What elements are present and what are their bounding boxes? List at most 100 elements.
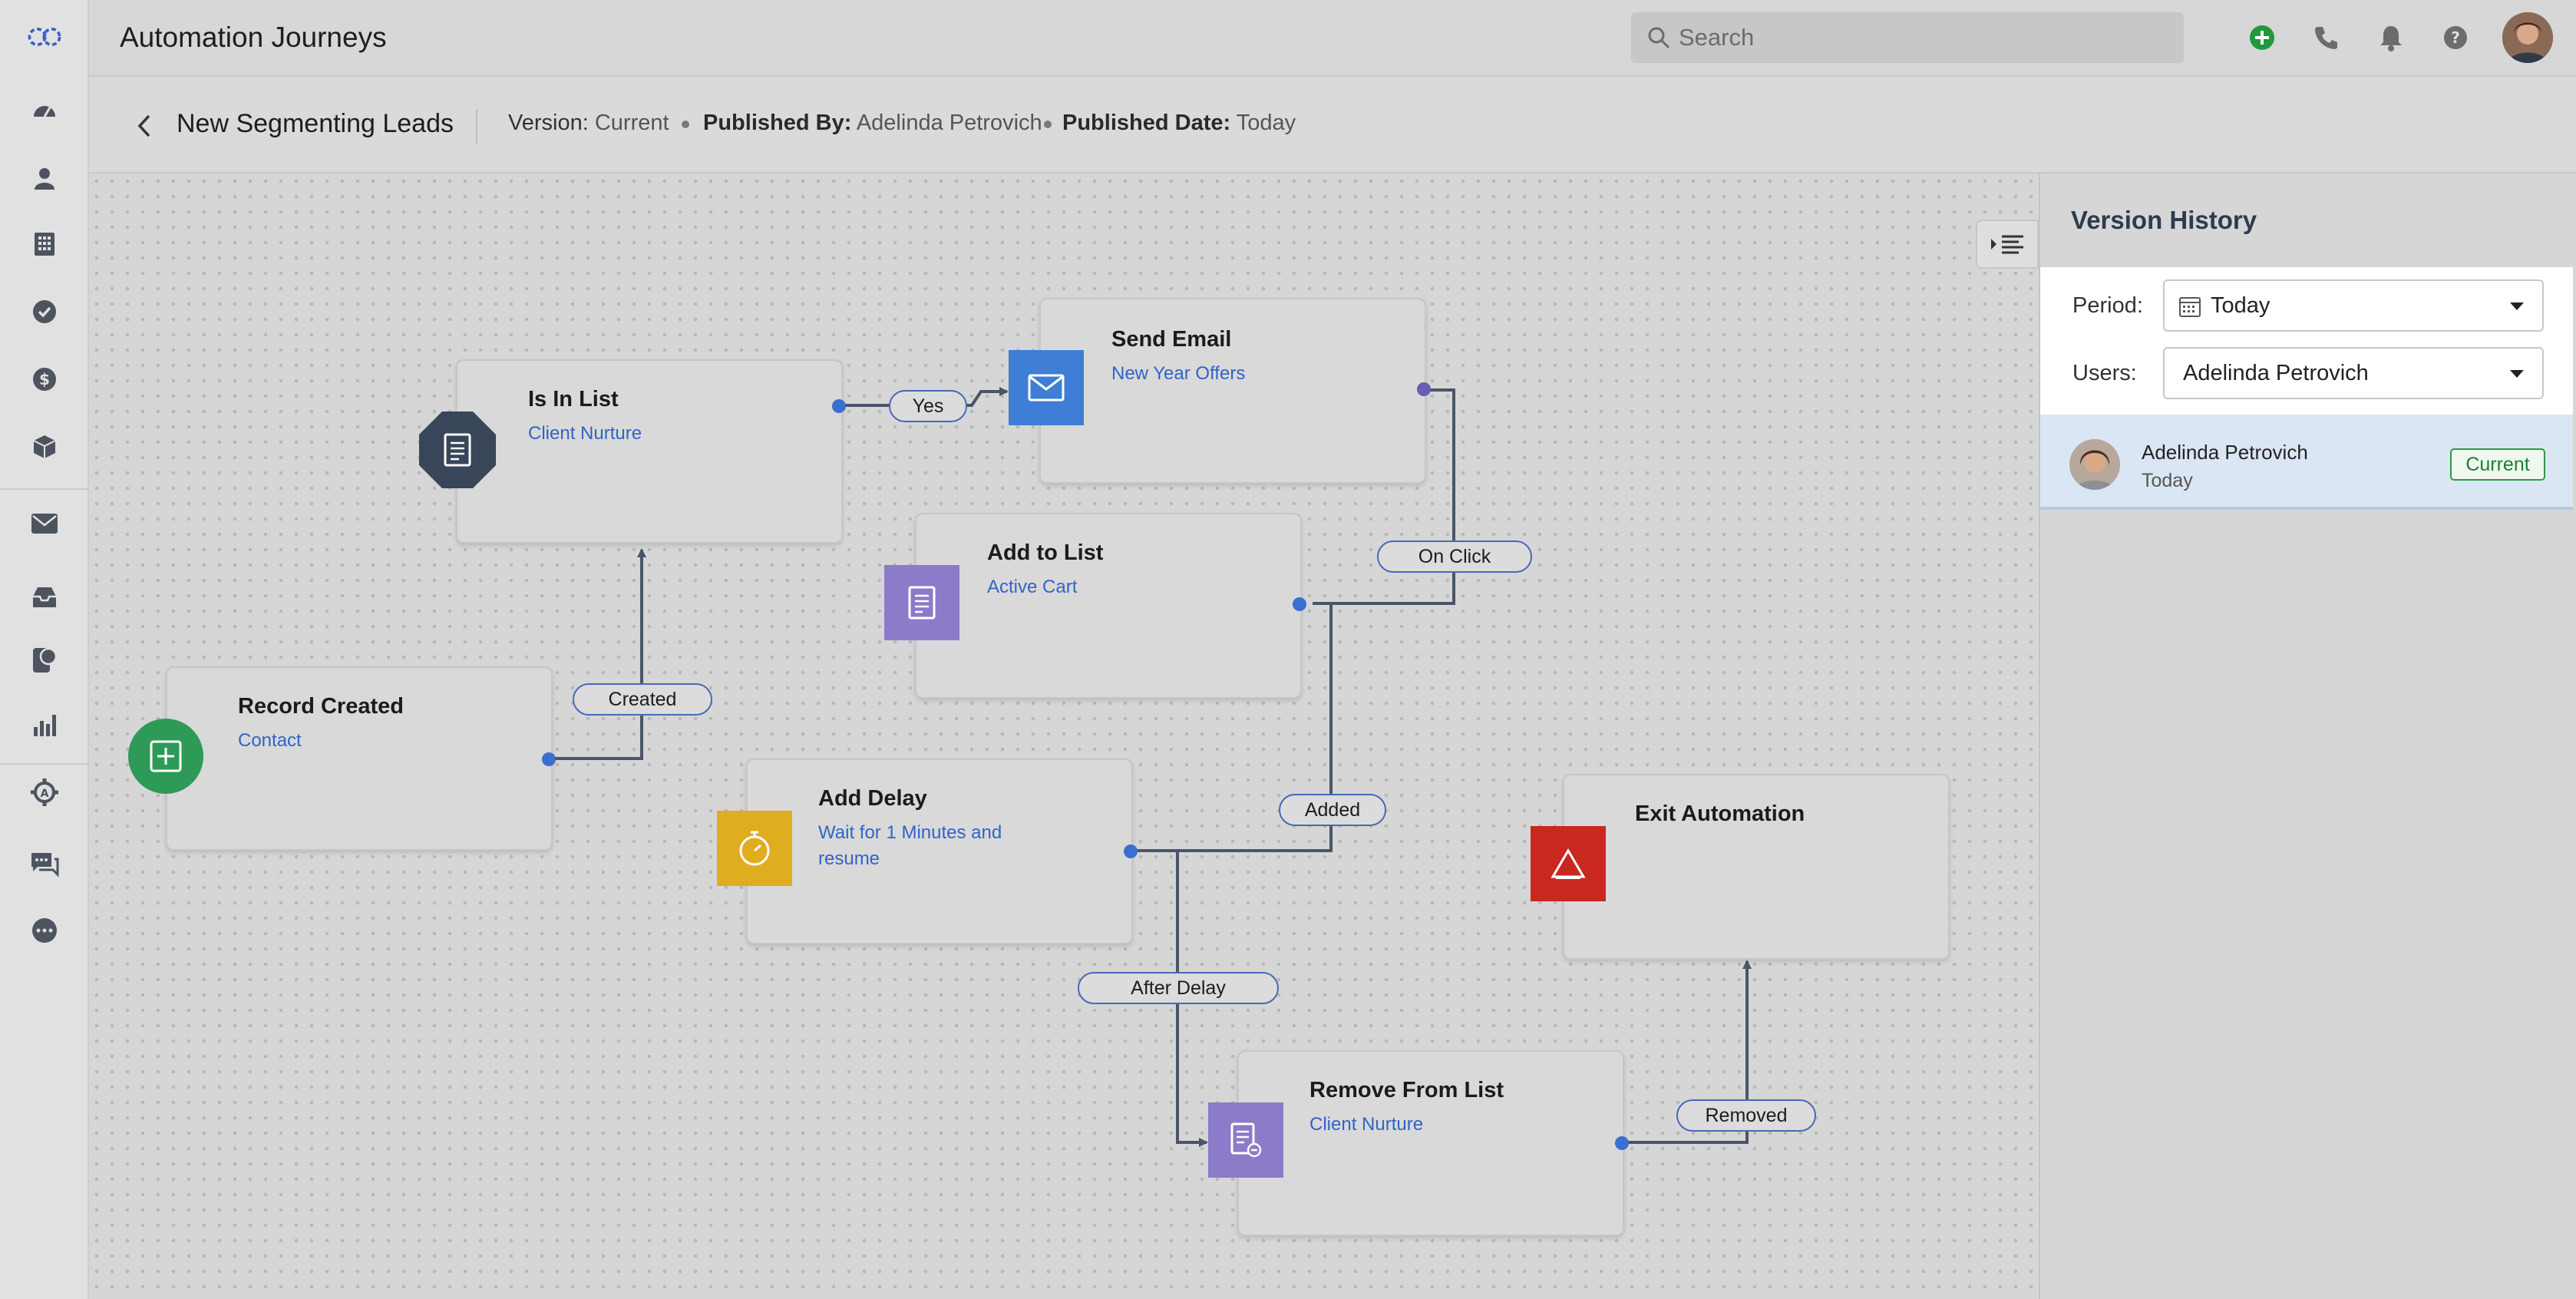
node-output-port[interactable]: [1417, 382, 1431, 396]
help-icon[interactable]: ?: [2438, 20, 2473, 55]
plus-square-icon: [128, 719, 203, 794]
published-by-value: Adelinda Petrovich: [856, 111, 1042, 135]
node-output-port[interactable]: [542, 752, 556, 766]
search-input[interactable]: Search: [1631, 12, 2184, 63]
meta-separator-dot: [1044, 121, 1052, 128]
list-document-icon: [884, 565, 959, 640]
users-value: Adelinda Petrovich: [2183, 361, 2369, 385]
edge-label-removed[interactable]: Removed: [1676, 1099, 1816, 1132]
svg-text:$: $: [39, 370, 50, 388]
avatar: [2069, 439, 2120, 490]
chat-bubble-icon[interactable]: [26, 642, 63, 679]
reports-icon[interactable]: [26, 706, 63, 743]
add-circle-icon[interactable]: [2244, 20, 2280, 55]
node-subtitle: Active Cart: [987, 577, 1078, 597]
node-record-created[interactable]: Record Created Contact: [166, 666, 553, 851]
node-output-port[interactable]: [832, 399, 846, 413]
edge-label-on-click[interactable]: On Click: [1377, 540, 1532, 573]
version-label: Version:: [508, 111, 589, 135]
nav-divider: [0, 763, 89, 765]
svg-text:A: A: [41, 788, 49, 800]
journey-canvas[interactable]: Record Created Contact Is In List Client…: [89, 174, 2039, 1299]
companies-icon[interactable]: [26, 226, 63, 263]
bell-icon[interactable]: [2373, 20, 2409, 55]
edge-label-yes[interactable]: Yes: [889, 390, 967, 422]
period-select[interactable]: Today: [2163, 279, 2544, 332]
status-badge: Current: [2450, 448, 2545, 481]
version-meta: Version: Current: [508, 111, 669, 136]
users-label: Users:: [2072, 361, 2137, 385]
toggle-panel-button[interactable]: [1976, 220, 2039, 269]
node-add-to-list[interactable]: Add to List Active Cart: [915, 513, 1302, 699]
contacts-icon[interactable]: [26, 160, 63, 197]
history-filters: Period: Today Users: Adelinda Petrovich: [2040, 267, 2573, 415]
history-user-name: Adelinda Petrovich: [2142, 441, 2308, 464]
node-title: Send Email: [1111, 327, 1232, 352]
inbox-icon[interactable]: [26, 579, 63, 616]
more-icon[interactable]: [26, 912, 63, 949]
node-output-port[interactable]: [1124, 845, 1138, 858]
nav-divider: [0, 488, 89, 490]
edge-label-after-delay[interactable]: After Delay: [1078, 972, 1279, 1004]
node-title: Is In List: [528, 387, 619, 412]
edge-on-click: [1313, 388, 1455, 605]
edge-added: [1133, 603, 1333, 852]
left-sidebar: $ A: [0, 0, 89, 1299]
back-arrow-icon[interactable]: [134, 112, 157, 144]
top-header: Automation Journeys Search ?: [89, 0, 2576, 77]
period-label: Period:: [2072, 293, 2143, 318]
phone-icon[interactable]: [2309, 20, 2344, 55]
node-subtitle: Contact: [238, 730, 302, 751]
header-divider: [476, 109, 477, 144]
dashboard-icon[interactable]: [26, 92, 63, 129]
deals-icon[interactable]: $: [26, 361, 63, 398]
edge-created: [550, 548, 646, 760]
edge-label-added[interactable]: Added: [1279, 794, 1386, 826]
node-send-email[interactable]: Send Email New Year Offers: [1039, 298, 1426, 484]
meta-separator-dot: [682, 121, 689, 128]
node-is-in-list[interactable]: Is In List Client Nurture: [456, 359, 843, 544]
user-avatar[interactable]: [2502, 12, 2553, 63]
journey-subheader: New Segmenting Leads Version: Current Pu…: [89, 78, 2576, 174]
products-icon[interactable]: [26, 428, 63, 465]
node-subtitle: Wait for 1 Minutes and resume: [818, 822, 1002, 869]
panel-title: Version History: [2071, 206, 2257, 234]
users-select[interactable]: Adelinda Petrovich: [2163, 347, 2544, 399]
node-add-delay[interactable]: Add Delay Wait for 1 Minutes and resume: [746, 759, 1133, 944]
published-date-label: Published Date:: [1062, 111, 1231, 135]
published-by-label: Published By:: [703, 111, 852, 135]
chevron-down-icon: [2510, 302, 2524, 310]
search-placeholder: Search: [1679, 24, 1755, 51]
history-date: Today: [2142, 470, 2193, 491]
edge-label-created[interactable]: Created: [573, 683, 712, 716]
published-by-meta: Published By: Adelinda Petrovich: [703, 111, 1042, 136]
panel-toggle-icon: [1991, 235, 2023, 254]
remove-document-icon: [1208, 1102, 1283, 1178]
journey-name: New Segmenting Leads: [177, 109, 454, 138]
warning-triangle-icon: [1531, 826, 1606, 901]
stopwatch-icon: [717, 811, 792, 886]
tasks-icon[interactable]: [26, 293, 63, 330]
logo-icon[interactable]: [26, 18, 63, 55]
node-subtitle: Client Nurture: [1309, 1114, 1424, 1135]
messages-icon[interactable]: [26, 846, 63, 883]
node-input-port[interactable]: [1293, 597, 1306, 611]
version-history-panel: Version History Period: Today Users: Ade…: [2039, 174, 2576, 1299]
history-item[interactable]: Adelinda Petrovich Today Current: [2040, 415, 2573, 510]
node-subtitle: Client Nurture: [528, 423, 642, 444]
period-value: Today: [2211, 293, 2271, 318]
node-output-port[interactable]: [1615, 1136, 1629, 1150]
envelope-icon: [1009, 350, 1084, 425]
email-icon[interactable]: [26, 505, 63, 542]
document-icon: [419, 412, 496, 488]
node-remove-from-list[interactable]: Remove From List Client Nurture: [1237, 1050, 1624, 1236]
automation-icon[interactable]: A: [26, 774, 63, 811]
version-value: Current: [594, 111, 669, 135]
node-title: Record Created: [238, 694, 404, 719]
edge-removed: [1623, 960, 1752, 1144]
node-exit-automation[interactable]: Exit Automation: [1563, 774, 1950, 960]
search-icon: [1646, 25, 1671, 54]
node-title: Remove From List: [1309, 1078, 1504, 1102]
node-title: Add Delay: [818, 786, 927, 811]
published-date-value: Today: [1236, 111, 1296, 135]
